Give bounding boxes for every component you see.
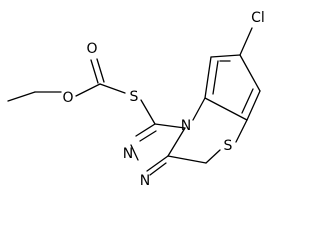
molecule-structure-diagram: Cl O O S N N N S [7, 10, 265, 189]
bond-carbonylc-sthio [99, 83, 126, 94]
bond-n-benzene [192, 97, 206, 121]
bond-benzene-1 [204, 97, 248, 121]
bond-oester-carbonylc [75, 83, 101, 97]
bond-triazole-c-n2 [146, 155, 169, 172]
bond-benzene-5 [204, 56, 212, 99]
bond-triazole-n2-n1 [130, 144, 139, 161]
atom-triazole-nitrogen-label: N [140, 173, 150, 189]
bond-triazole-double-c-n2 [149, 162, 167, 176]
bond-sthio-triazolec [140, 99, 156, 125]
bond-benzene-inner-2 [241, 88, 254, 114]
bond-benzene-cl [239, 27, 253, 56]
bond-triazole-c-ch2 [167, 155, 207, 164]
bond-benzene-inner-1 [212, 60, 219, 95]
bond-carbonyl-double-a [90, 59, 99, 84]
atom-carbonyl-oxygen-label: O [86, 41, 97, 57]
bond-benzene-4 [210, 54, 241, 58]
bond-triazole-n1-c [135, 123, 156, 137]
atom-triazole-nitrogen-label: N [123, 146, 133, 162]
atom-chlorine-label: Cl [251, 10, 265, 26]
atom-label-set: Cl O O S N N N S [62, 10, 264, 189]
bond-carbonyl-double-b [96, 58, 105, 83]
atom-ring-sulfur-label: S [224, 138, 233, 154]
bond-benzene-2 [246, 90, 261, 121]
atom-thioester-sulfur-label: S [130, 89, 139, 105]
bond-ch2-sring [205, 149, 221, 164]
bond-triazole-double-c-n1 [139, 130, 157, 142]
bond-benzene-3 [239, 54, 261, 92]
bond-sring-benzene [235, 119, 248, 143]
bond-set [7, 27, 261, 176]
bond-triazole-c-n [154, 123, 186, 129]
atom-ring-nitrogen-label: N [181, 118, 191, 134]
bond-triazole-n-c [167, 127, 186, 157]
bond-ethyl-ch3-ch2 [7, 91, 36, 102]
atom-ester-oxygen-label: O [62, 90, 73, 106]
